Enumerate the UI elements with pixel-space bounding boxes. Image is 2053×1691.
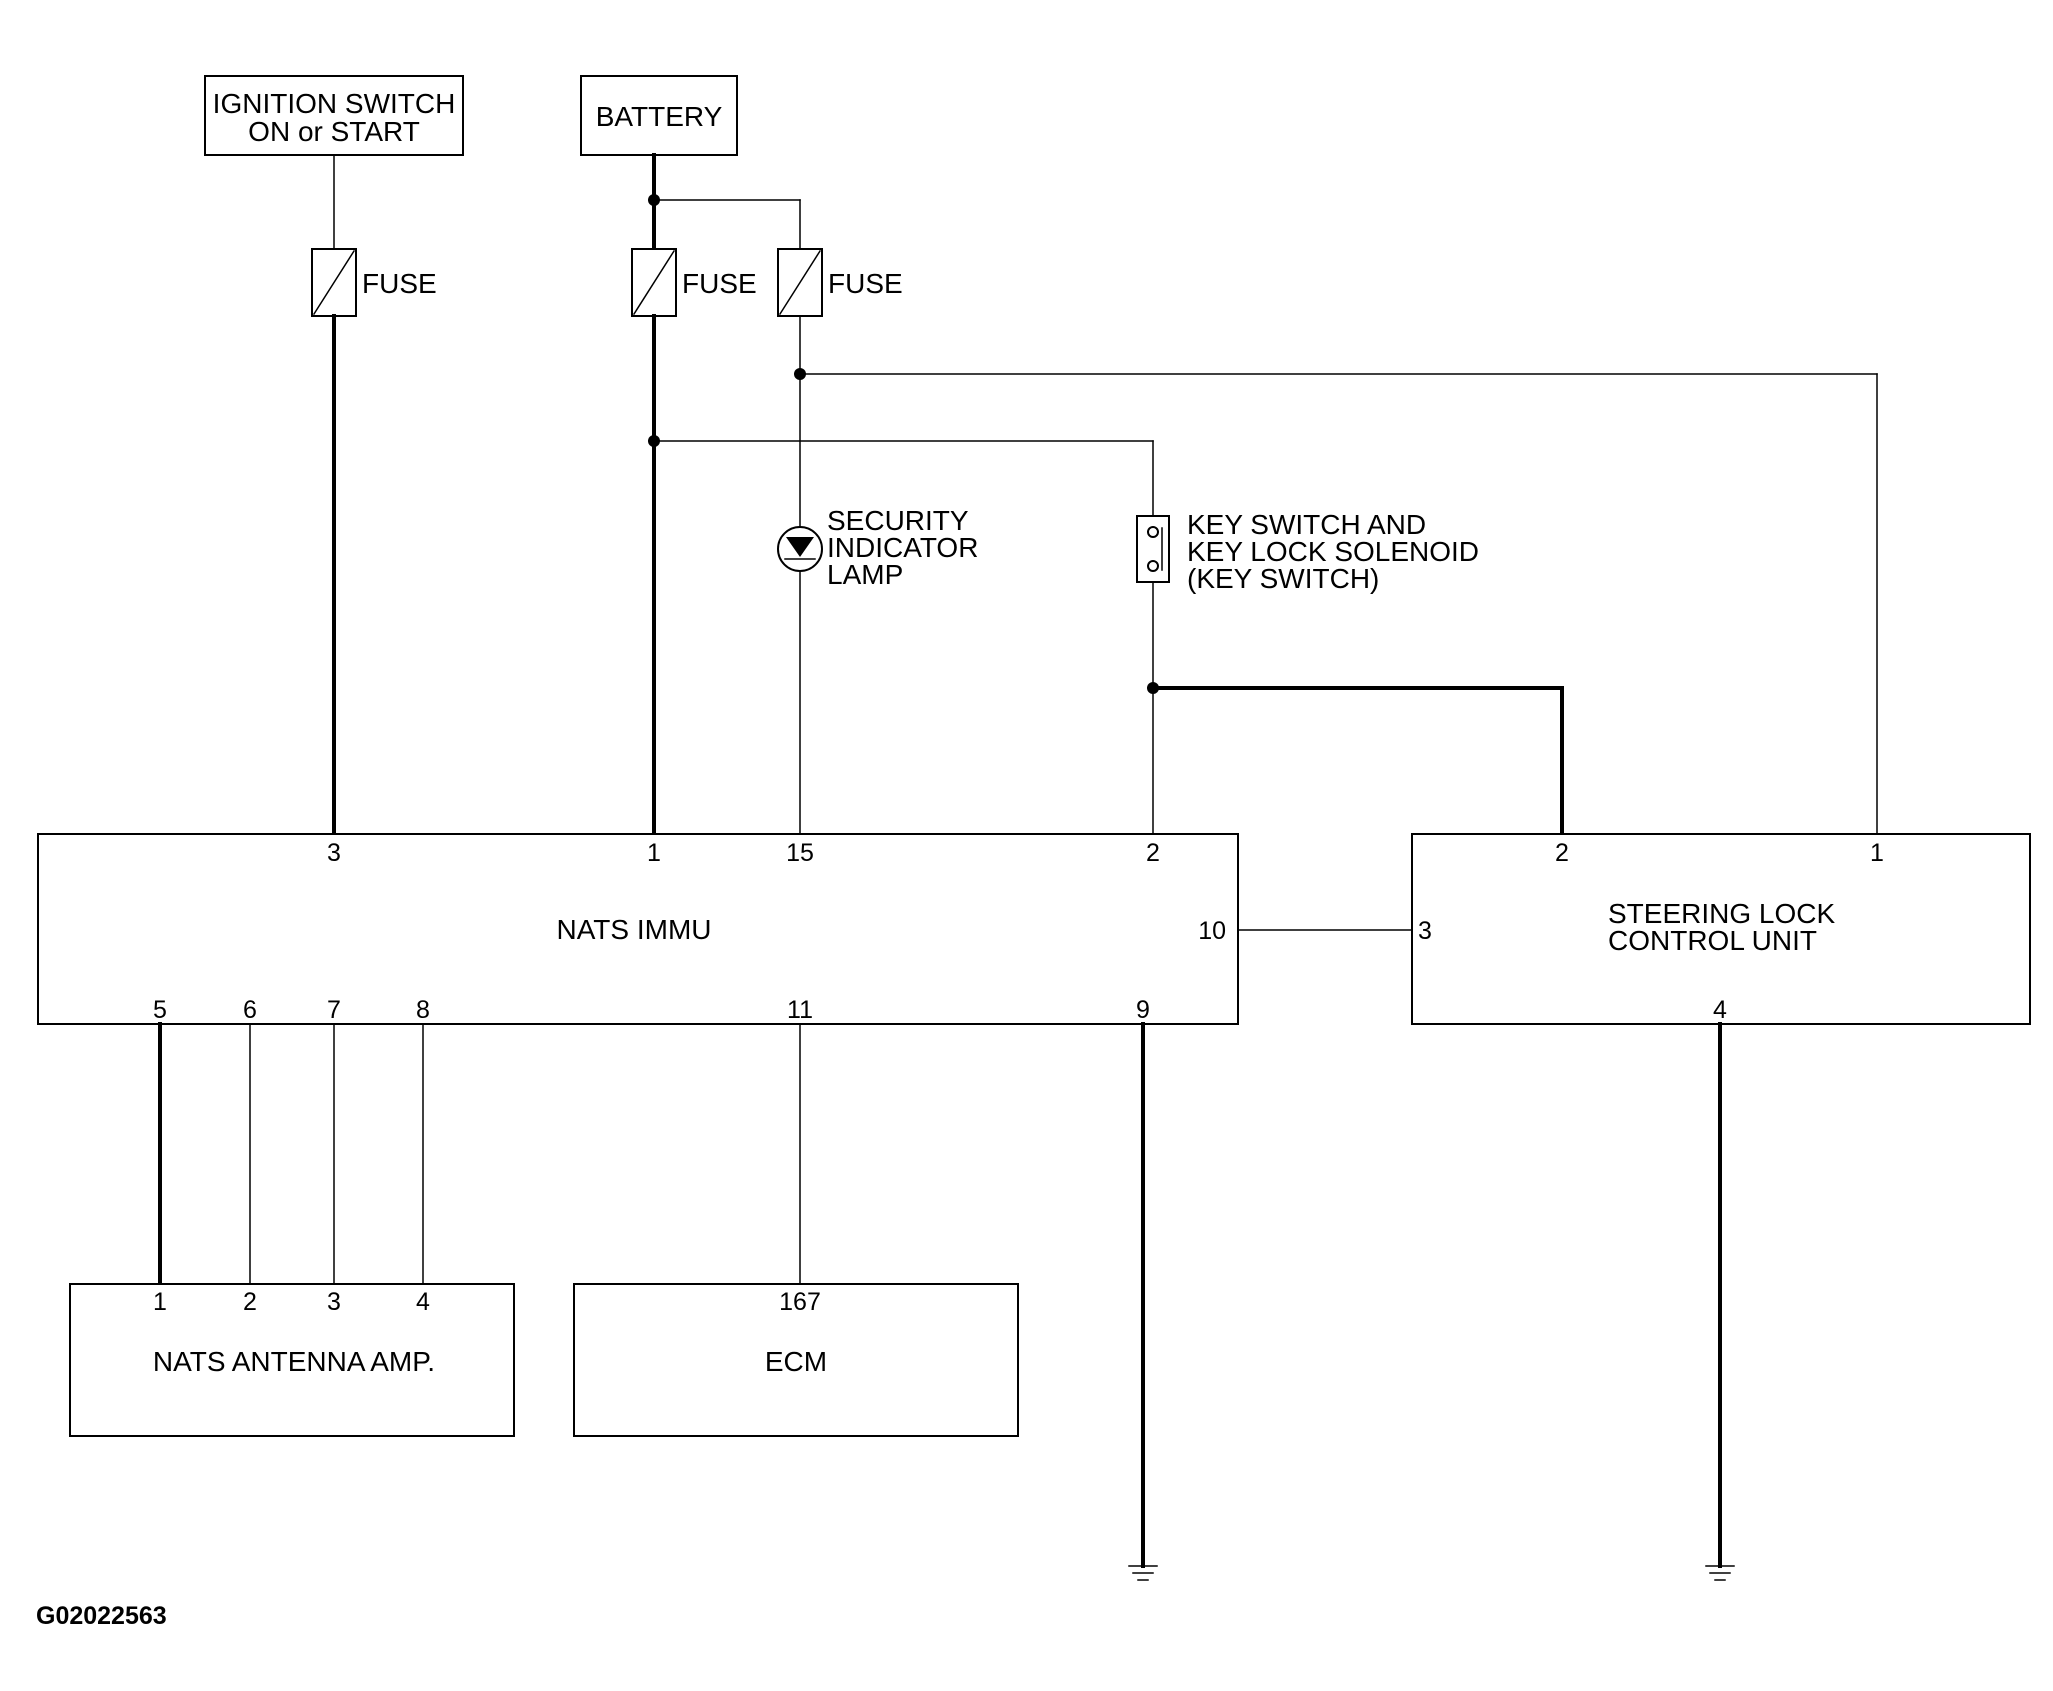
battery-label: BATTERY — [596, 101, 723, 132]
key-switch-label-line3: (KEY SWITCH) — [1187, 563, 1379, 594]
antenna-pin-2: 2 — [243, 1288, 257, 1316]
nats-pin-1: 1 — [647, 839, 661, 867]
battery-box: BATTERY — [580, 75, 738, 156]
nats-immu-label: NATS IMMU — [556, 914, 711, 945]
nats-pin-10: 10 — [1198, 917, 1226, 945]
antenna-amp-label: NATS ANTENNA AMP. — [153, 1346, 435, 1377]
ignition-switch-label-line2: ON or START — [248, 116, 420, 147]
key-switch-output-wires — [1147, 581, 1564, 836]
source-wires — [333, 153, 801, 251]
nats-pin-8: 8 — [416, 996, 430, 1024]
fuse-battery-aux-label: FUSE — [828, 268, 903, 299]
antenna-pin-3: 3 — [327, 1288, 341, 1316]
fuse-ignition: FUSE — [311, 248, 437, 317]
nats-pin-7: 7 — [327, 996, 341, 1024]
ecm-label: ECM — [765, 1346, 827, 1377]
fuse-output-wires — [332, 314, 1878, 836]
antenna-pin-1: 1 — [153, 1288, 167, 1316]
ground-symbol-steering — [1705, 1565, 1735, 1581]
security-indicator-lamp: SECURITY INDICATOR LAMP — [777, 505, 978, 590]
steering-lock-label-line1: STEERING LOCK — [1608, 898, 1835, 929]
nats-pin-2: 2 — [1146, 839, 1160, 867]
steering-pin-3: 3 — [1418, 917, 1432, 945]
security-lamp-label-line1: SECURITY — [827, 505, 969, 536]
ignition-switch-box: IGNITION SWITCH ON or START — [204, 75, 464, 156]
fuse-battery-main: FUSE — [631, 248, 757, 317]
lower-wires — [158, 1022, 1722, 1568]
nats-antenna-amp-box: NATS ANTENNA AMP. 1 2 3 4 — [69, 1283, 515, 1437]
fuse-battery-aux: FUSE — [777, 248, 903, 317]
nats-pin-5: 5 — [153, 996, 167, 1024]
ground-symbol-nats — [1128, 1565, 1158, 1581]
security-lamp-label-line3: LAMP — [827, 559, 903, 590]
steering-pin-1: 1 — [1870, 839, 1884, 867]
steering-pin-4: 4 — [1713, 996, 1727, 1024]
steering-lock-control-unit-box: STEERING LOCK CONTROL UNIT 2 1 3 4 — [1411, 833, 2031, 1025]
fuse-battery-main-label: FUSE — [682, 268, 757, 299]
key-switch: KEY SWITCH AND KEY LOCK SOLENOID (KEY SW… — [1136, 509, 1479, 594]
security-lamp-label-line2: INDICATOR — [827, 532, 978, 563]
nats-pin-6: 6 — [243, 996, 257, 1024]
antenna-pin-4: 4 — [416, 1288, 430, 1316]
ignition-switch-label-line1: IGNITION SWITCH — [213, 88, 456, 119]
steering-lock-label-line2: CONTROL UNIT — [1608, 925, 1817, 956]
nats-pin-9: 9 — [1136, 996, 1150, 1024]
key-switch-label-line2: KEY LOCK SOLENOID — [1187, 536, 1479, 567]
nats-immu-box: NATS IMMU 3 1 15 2 10 5 6 7 8 11 9 — [37, 833, 1239, 1025]
steering-pin-2: 2 — [1555, 839, 1569, 867]
nats-pin-11: 11 — [787, 996, 813, 1024]
figure-code: G02022563 — [36, 1602, 167, 1630]
key-switch-label-line1: KEY SWITCH AND — [1187, 509, 1426, 540]
fuse-ignition-label: FUSE — [362, 268, 437, 299]
ecm-box: ECM 167 — [573, 1283, 1019, 1437]
nats-pin-3: 3 — [327, 839, 341, 867]
nats-pin-15: 15 — [786, 839, 814, 867]
ecm-pin-167: 167 — [779, 1288, 821, 1316]
